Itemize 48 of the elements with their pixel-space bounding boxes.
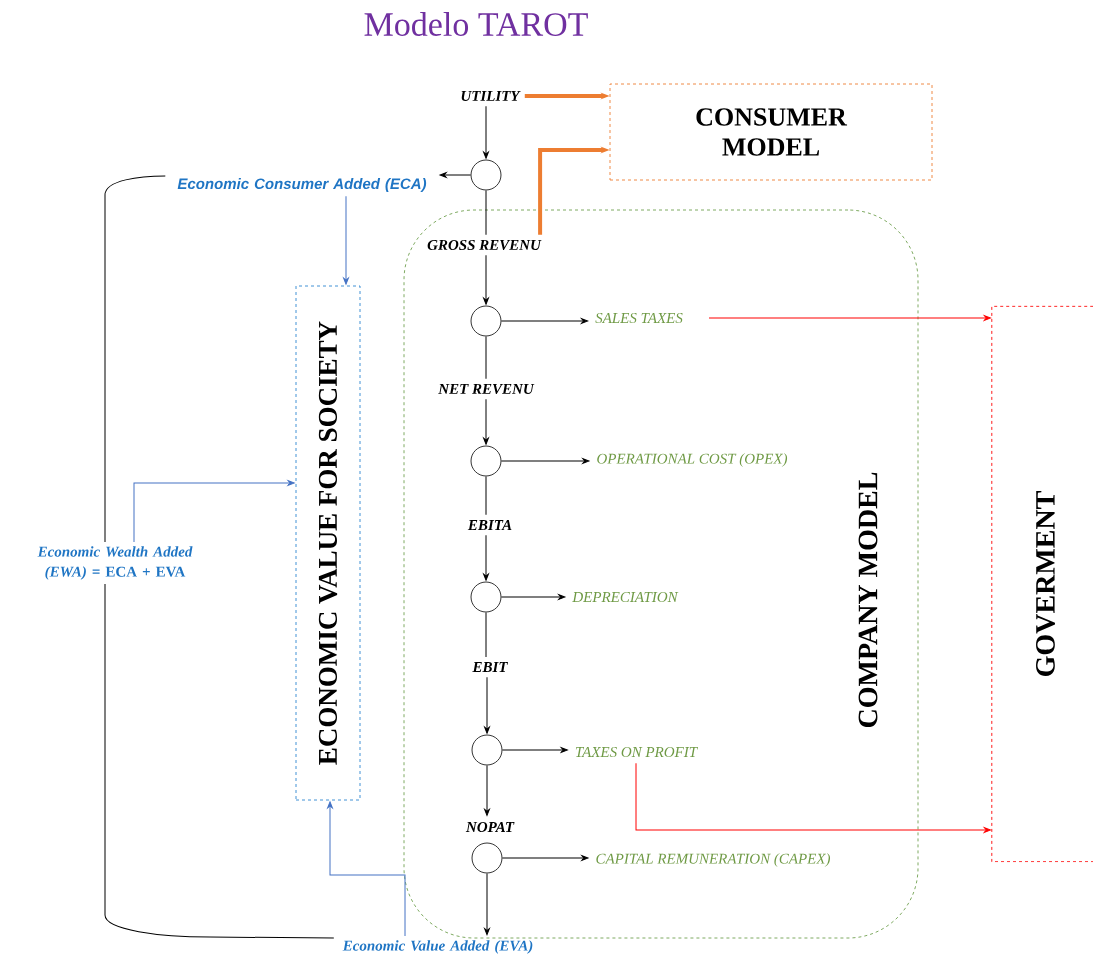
arrow (501, 747, 568, 753)
arrow (484, 872, 490, 936)
cost-label: SALES TAXES (595, 312, 683, 324)
arrow (501, 855, 589, 861)
connector-line (104, 583, 335, 939)
arrow (500, 594, 566, 600)
junction-circle (470, 305, 502, 337)
arrow (327, 801, 406, 937)
arrow (343, 195, 349, 285)
junction-circle (471, 734, 503, 766)
value-box: ECONOMIC VALUE FOR SOCIETY (295, 285, 361, 801)
arrow (484, 764, 490, 816)
flow-label: NOPAT (465, 822, 515, 833)
flow-label: EBITA (467, 520, 512, 530)
flow-label: EBIT (472, 662, 508, 672)
junction-circle (470, 445, 502, 477)
arrow (500, 458, 590, 464)
arrow (484, 676, 490, 734)
arrow (635, 762, 991, 833)
arrow (439, 172, 472, 178)
flow-label: GROSS REVENU (427, 239, 542, 251)
model-box: GOVERMENT (991, 305, 1093, 863)
arrow (483, 105, 489, 159)
cost-label: CAPITAL REMUNERATION (CAPEX) (596, 853, 831, 867)
title: Modelo TAROT (364, 12, 588, 36)
value-label: Economic Consumer Added (ECA) (177, 178, 427, 192)
cost-label: TAXES ON PROFIT (575, 747, 698, 758)
connector-line (485, 335, 487, 380)
connector-line (104, 175, 166, 543)
arrow (483, 254, 489, 305)
connector-line (485, 475, 487, 516)
connector-line (485, 189, 487, 236)
arrow (483, 534, 489, 581)
value-label: Economic Value Added (EVA) (342, 940, 533, 954)
junction-circle (470, 581, 502, 613)
arrow (500, 318, 589, 324)
arrow (133, 480, 295, 543)
flow-label: NET REVENU (438, 384, 535, 394)
value-label: Economic Wealth Added (EWA) = ECA + EVA (37, 546, 193, 580)
junction-circle (470, 159, 502, 191)
model-box: CONSUMER MODEL (609, 83, 933, 181)
junction-circle (471, 842, 503, 874)
cost-label: OPERATIONAL COST (OPEX) (597, 453, 788, 467)
arrow (708, 315, 991, 321)
flow-label: UTILITY (461, 91, 521, 101)
cost-label: DEPRECIATION (572, 591, 679, 603)
arrow (483, 398, 489, 445)
connector-line (485, 611, 487, 658)
